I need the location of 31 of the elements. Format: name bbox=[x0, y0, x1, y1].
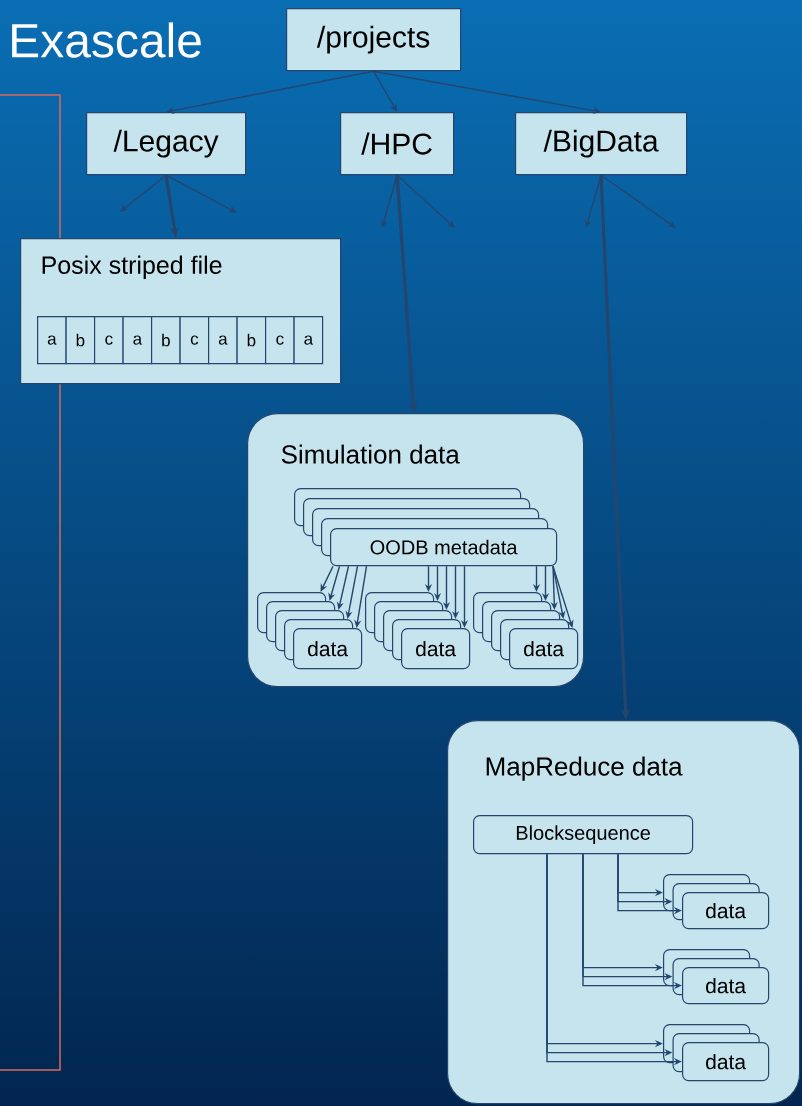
stripe-cell: b bbox=[65, 316, 96, 365]
stripe-cell: b bbox=[151, 316, 181, 365]
arrow bbox=[328, 565, 341, 601]
record-box: data bbox=[401, 628, 471, 670]
stripe-cell: a bbox=[293, 316, 324, 365]
stripe-cell: c bbox=[179, 316, 210, 365]
arrow bbox=[600, 174, 676, 228]
record-box: data bbox=[682, 1042, 770, 1082]
folder-box: /Legacy bbox=[86, 112, 247, 176]
record-box: data bbox=[293, 628, 363, 670]
record-box: data bbox=[682, 967, 770, 1005]
stripe-cell: a bbox=[37, 316, 67, 365]
stripe-cell: a bbox=[208, 316, 238, 365]
stripe-cell: c bbox=[265, 316, 295, 365]
folder-box: /projects bbox=[286, 8, 462, 72]
arrow bbox=[120, 174, 167, 212]
record-box: OODB metadata bbox=[330, 528, 558, 567]
folder-box: /BigData bbox=[515, 112, 688, 176]
record-box: data bbox=[509, 628, 579, 670]
arrow bbox=[552, 565, 566, 619]
arrow bbox=[165, 174, 237, 213]
arrow bbox=[396, 174, 455, 228]
arrow bbox=[354, 565, 368, 628]
record-box: Blocksequence bbox=[473, 815, 694, 855]
slide-title: Exascale bbox=[12, 22, 201, 58]
folder-box: /HPC bbox=[340, 112, 455, 176]
record-box: data bbox=[682, 892, 770, 930]
arrow bbox=[320, 565, 334, 592]
stripe-cell: a bbox=[122, 316, 153, 365]
stripe-cell: b bbox=[236, 316, 267, 365]
stripe-cell: c bbox=[94, 316, 124, 365]
